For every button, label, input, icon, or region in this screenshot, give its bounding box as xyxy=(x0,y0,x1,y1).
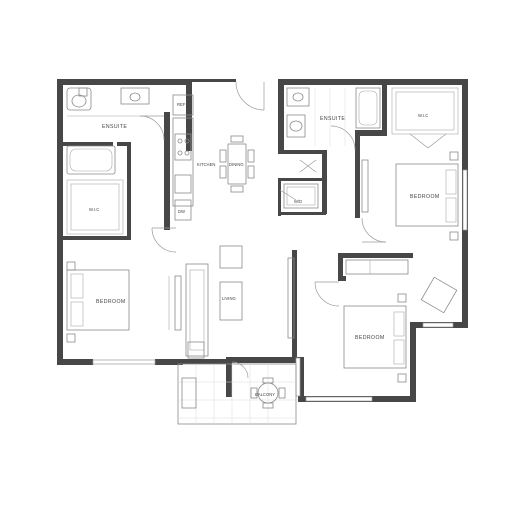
bedroom-right-top xyxy=(361,151,459,241)
living xyxy=(185,245,295,359)
doors xyxy=(139,81,447,379)
dw-label: DW xyxy=(178,209,185,214)
ensuite-right xyxy=(286,87,381,146)
wic-left xyxy=(66,179,124,235)
bedroom-left xyxy=(66,261,182,343)
bedroom-left-label: BEDROOM xyxy=(96,299,126,305)
kitchen: REF DW xyxy=(172,94,194,221)
wic-left-label: W.I.C xyxy=(89,207,99,212)
dining-label: DINING xyxy=(229,162,244,167)
balcony xyxy=(177,363,297,425)
ensuite-left-label: ENSUITE xyxy=(102,124,127,130)
living-label: LIVING xyxy=(222,296,236,301)
ensuite-left xyxy=(66,87,150,175)
windows xyxy=(92,169,468,402)
bedroom-right-bottom-label: BEDROOM xyxy=(355,335,385,341)
ensuite-right-label: ENSUITE xyxy=(320,116,345,122)
kitchen-label: KITCHEN xyxy=(197,162,215,167)
wic-right xyxy=(391,87,459,135)
wic-right-label: W.I.C xyxy=(418,113,428,118)
wd-label: W/D xyxy=(294,199,302,204)
dining-table xyxy=(219,135,255,193)
bedroom-right-top-label: BEDROOM xyxy=(410,194,440,200)
washer-dryer xyxy=(283,183,319,209)
ref-label: REF xyxy=(177,102,186,107)
balcony-label: BALCONY xyxy=(255,392,275,397)
bedroom-right-bottom xyxy=(343,259,458,383)
